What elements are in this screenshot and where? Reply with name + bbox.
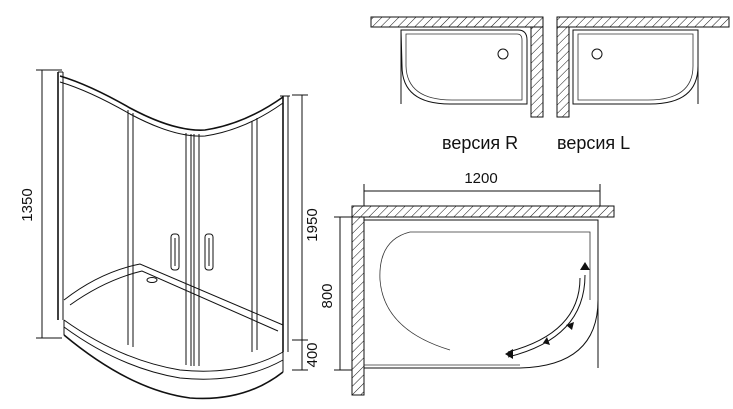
arrow-right-icon	[543, 337, 550, 345]
drain-icon	[497, 48, 509, 60]
label-width: 1200	[464, 170, 497, 187]
dimension-height-door: 1950	[292, 94, 321, 341]
caption-version-l: версия L	[557, 133, 630, 153]
arrow-left-icon	[505, 349, 513, 359]
arrow-down-icon	[566, 322, 574, 330]
plan-version-r: версия R	[370, 16, 544, 153]
drain-icon	[591, 48, 603, 60]
label-tray-height: 400	[304, 342, 321, 367]
drain-icon	[146, 277, 158, 283]
arrow-up-icon	[580, 262, 590, 270]
door-handle-right	[204, 233, 214, 271]
label-height-door: 1950	[304, 208, 321, 241]
dimension-width: 1200	[363, 170, 601, 206]
enclosure-3d-view: 1350	[19, 69, 321, 400]
shower-tray	[63, 263, 284, 400]
label-depth: 800	[319, 283, 336, 308]
caption-version-r: версия R	[442, 133, 518, 153]
dimension-height-total: 1350	[19, 69, 62, 339]
dimension-depth: 800	[319, 216, 352, 371]
plan-dimensioned: 1200 800	[319, 170, 615, 396]
dimension-tray-height: 400	[292, 340, 321, 371]
label-height-total: 1350	[19, 188, 36, 221]
door-handle-left	[170, 233, 180, 271]
plan-version-l: версия L	[556, 16, 730, 153]
